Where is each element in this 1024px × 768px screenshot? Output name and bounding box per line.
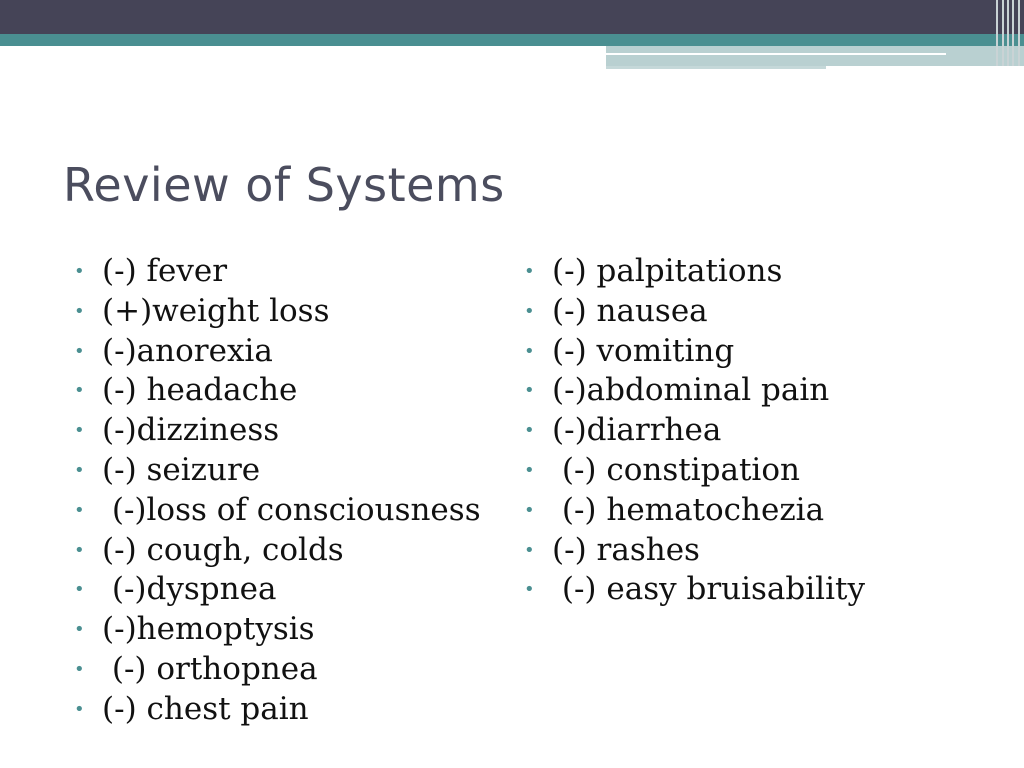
list-item: •(-) cough, colds (74, 531, 481, 571)
bullet-icon: • (74, 261, 85, 282)
list-item: •(-)dizziness (74, 411, 481, 451)
slide-title: Review of Systems (63, 158, 505, 212)
list-item: •(-)anorexia (74, 332, 481, 372)
list-item: • (-) hematochezia (524, 491, 865, 531)
list-item: •(-) rashes (524, 531, 865, 571)
bullet-icon: • (74, 380, 85, 402)
decorative-stripes (992, 0, 1024, 66)
list-item: •(-) palpitations (524, 252, 865, 292)
list-item: • (-)loss of consciousness (74, 491, 481, 531)
decorative-line (606, 53, 946, 55)
bullet-icon: • (74, 300, 85, 322)
list-item: •(-)hemoptysis (74, 610, 481, 650)
list-item: •(-)abdominal pain (524, 371, 865, 411)
left-column-list: •(-) fever •(+)weight loss •(-)anorexia … (74, 252, 481, 730)
list-item: •(-) fever (74, 252, 481, 292)
bullet-icon: • (524, 380, 535, 402)
decorative-line (606, 66, 826, 69)
list-item: •(+)weight loss (74, 292, 481, 332)
bullet-icon: • (524, 499, 535, 521)
bullet-icon: • (74, 698, 85, 720)
list-item: •(-)diarrhea (524, 411, 865, 451)
list-item: •(-) nausea (524, 292, 865, 332)
bullet-icon: • (524, 579, 535, 601)
bullet-icon: • (524, 420, 535, 442)
bullet-icon: • (74, 539, 85, 561)
bullet-icon: • (524, 340, 535, 362)
header-band (0, 0, 1024, 34)
bullet-icon: • (524, 261, 535, 282)
bullet-icon: • (74, 619, 85, 641)
bullet-icon: • (74, 459, 85, 481)
list-item: •(-) headache (74, 371, 481, 411)
accent-band (0, 34, 1024, 46)
bullet-icon: • (74, 658, 85, 680)
list-item: • (-) constipation (524, 451, 865, 491)
bullet-icon: • (74, 579, 85, 601)
bullet-icon: • (524, 539, 535, 561)
bullet-icon: • (524, 459, 535, 481)
list-item: •(-) seizure (74, 451, 481, 491)
list-item: •(-) vomiting (524, 332, 865, 372)
list-item: • (-) easy bruisability (524, 570, 865, 610)
list-item: • (-) orthopnea (74, 650, 481, 690)
list-item: •(-) chest pain (74, 690, 481, 730)
bullet-icon: • (74, 420, 85, 442)
bullet-icon: • (74, 340, 85, 362)
bullet-icon: • (524, 300, 535, 322)
accent-band-light (606, 46, 1024, 66)
bullet-icon: • (74, 499, 85, 521)
right-column-list: •(-) palpitations •(-) nausea •(-) vomit… (524, 252, 865, 610)
list-item: • (-)dyspnea (74, 570, 481, 610)
